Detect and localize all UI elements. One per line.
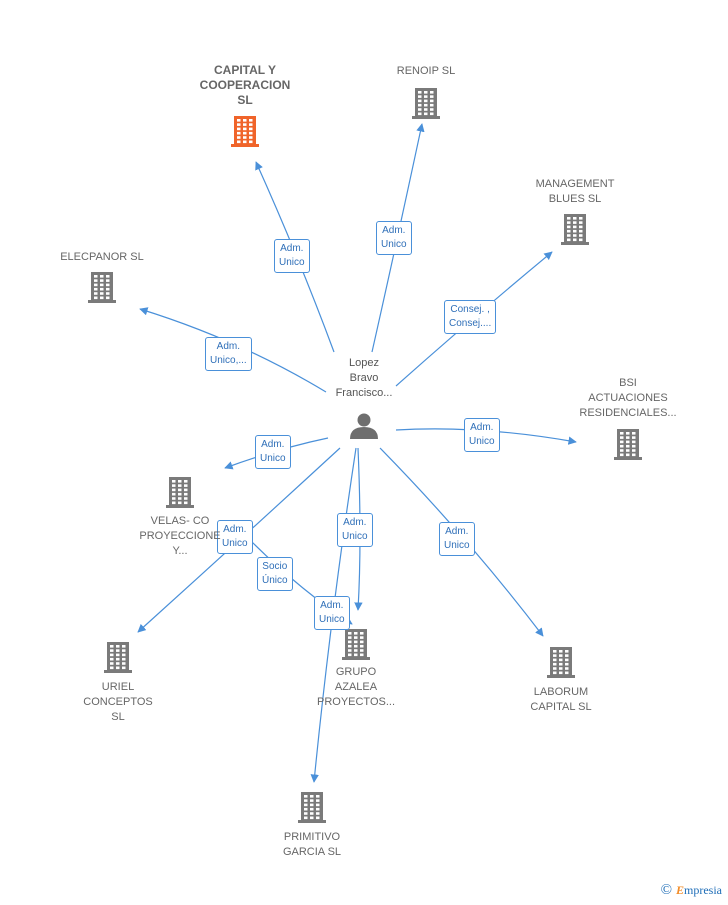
company-name-line: Y... xyxy=(172,545,188,557)
company-name-line: BSI xyxy=(619,377,637,389)
center-name-line: Francisco... xyxy=(335,387,393,399)
company-name-renoip[interactable]: RENOIP SL xyxy=(397,64,456,79)
relation-label-capital[interactable]: Adm. Unico xyxy=(274,239,310,273)
relation-label-elecpanor[interactable]: Adm. Unico,... xyxy=(205,337,252,371)
company-name-line: PRIMITIVO xyxy=(283,831,341,843)
relation-label-line: Adm. xyxy=(343,517,367,528)
company-name-line: COOPERACION xyxy=(199,78,291,92)
relation-label-line: Unico xyxy=(222,538,248,549)
company-name-primitivo[interactable]: PRIMITIVO GARCIA SL xyxy=(283,830,341,860)
building-icon-uriel[interactable] xyxy=(104,642,132,673)
relation-label-line: Unico xyxy=(381,239,407,250)
building-icon-primitivo[interactable] xyxy=(298,792,326,823)
building-icon-bsi[interactable] xyxy=(614,429,642,460)
company-name-line: LABORUM xyxy=(533,686,589,698)
company-name-uriel[interactable]: URIEL CONCEPTOS SL xyxy=(83,680,152,725)
building-icon-renoip[interactable] xyxy=(412,88,440,119)
building-icon-velas[interactable] xyxy=(166,477,194,508)
relation-label-laborum[interactable]: Adm. Unico xyxy=(439,522,475,556)
relation-label-velas[interactable]: Adm. Unico xyxy=(255,435,291,469)
relation-label-line: Consej. , xyxy=(450,304,490,315)
relation-label-line: Adm. xyxy=(320,600,344,611)
relation-label-line: Adm. xyxy=(280,243,304,254)
relation-label-line: Adm. xyxy=(382,225,406,236)
company-name-line: ELECPANOR SL xyxy=(60,251,144,263)
relation-label-line: Unico xyxy=(342,531,368,542)
company-name-grupo[interactable]: GRUPO AZALEA PROYECTOS... xyxy=(317,665,395,710)
relation-label-line: Adm. xyxy=(216,341,241,352)
relation-label-grupo[interactable]: Adm. Unico xyxy=(337,513,373,547)
company-name-velas[interactable]: VELAS- CO PROYECCIONE Y... xyxy=(139,514,220,559)
relation-label-line: Único xyxy=(262,575,288,586)
building-icon-elecpanor[interactable] xyxy=(88,272,116,303)
person-icon[interactable] xyxy=(350,413,378,440)
company-name-line: RENOIP SL xyxy=(396,65,456,77)
brand-initial: E xyxy=(675,883,684,897)
company-name-line: URIEL xyxy=(101,681,135,693)
relation-label-line: Unico xyxy=(469,436,495,447)
company-name-line: PROYECTOS... xyxy=(316,696,396,708)
company-name-line: GARCIA SL xyxy=(282,846,342,858)
relation-label-line: Unico xyxy=(444,540,470,551)
company-name-line: SL xyxy=(111,711,125,723)
company-name-line: CAPITAL Y xyxy=(213,63,276,77)
relation-label-line: Unico xyxy=(279,257,305,268)
relation-label-line: Unico xyxy=(319,614,345,625)
relation-label-uriel[interactable]: Adm. Unico xyxy=(217,520,253,554)
company-name-line: ACTUACIONES xyxy=(588,392,668,404)
relation-label-primitivo[interactable]: Adm. Unico xyxy=(314,596,350,630)
relation-label-line: Adm. xyxy=(445,526,469,537)
building-icon-capital[interactable] xyxy=(231,116,259,147)
company-name-elecpanor[interactable]: ELECPANOR SL xyxy=(60,250,144,265)
company-name-line: SL xyxy=(237,93,253,107)
relation-label-line: Unico xyxy=(260,453,286,464)
relation-label-line: Unico,... xyxy=(210,355,247,366)
company-name-line: MANAGEMENT xyxy=(535,178,615,190)
company-name-laborum[interactable]: LABORUM CAPITAL SL xyxy=(530,685,591,715)
relation-label-line: Adm. xyxy=(470,422,494,433)
relation-label-management[interactable]: Consej. , Consej.... xyxy=(444,300,497,334)
relation-label-bsi[interactable]: Adm. Unico xyxy=(464,418,500,452)
relation-label-renoip[interactable]: Adm. Unico xyxy=(376,221,412,255)
company-name-line: VELAS- CO xyxy=(150,515,210,527)
relation-label-line: Adm. xyxy=(261,439,285,450)
building-icon-grupo[interactable] xyxy=(342,629,370,660)
relation-label-line: Socio xyxy=(262,561,288,572)
relation-label-line: Consej.... xyxy=(449,318,492,329)
copyright-icon: © xyxy=(660,882,672,898)
brand-name: mpresia xyxy=(684,883,722,897)
company-name-line: PROYECCIONE xyxy=(139,530,221,542)
copyright-footer: ©Empresia xyxy=(661,882,722,899)
company-name-management[interactable]: MANAGEMENT BLUES SL xyxy=(536,177,615,207)
company-name-line: CAPITAL SL xyxy=(530,701,592,713)
relation-label-line: Adm. xyxy=(223,524,247,535)
building-icon-laborum[interactable] xyxy=(547,647,575,678)
company-name-line: AZALEA xyxy=(334,681,378,693)
company-name-line: RESIDENCIALES... xyxy=(579,407,677,419)
company-name-line: BLUES SL xyxy=(548,193,602,205)
company-name-line: CONCEPTOS xyxy=(83,696,153,708)
company-name-bsi[interactable]: BSI ACTUACIONES RESIDENCIALES... xyxy=(579,376,676,421)
center-name-line: Lopez xyxy=(349,357,379,369)
building-icon-management[interactable] xyxy=(561,214,589,245)
company-name-line: GRUPO xyxy=(335,666,377,678)
center-name-line: Bravo xyxy=(349,372,379,384)
